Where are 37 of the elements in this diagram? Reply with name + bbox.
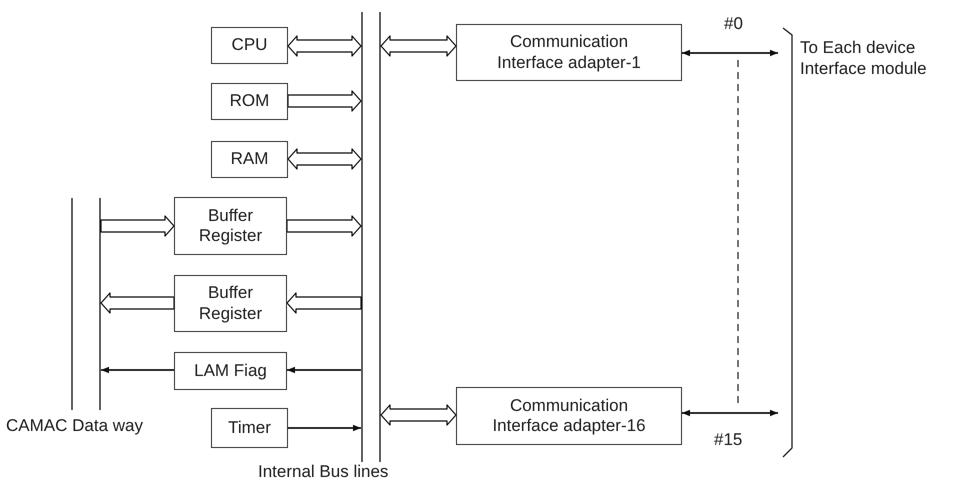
process-box [211,27,288,64]
arrow [101,366,174,374]
hollow-arrow [380,35,457,57]
bar-label: Internal Bus lines [258,462,388,482]
bus-line-pair [361,12,381,462]
arrow [288,424,361,432]
process-box [174,197,287,255]
hollow-arrow [286,292,362,314]
node-label: To Each device Interface module [800,37,928,80]
node-label: Buffer Register [198,283,264,324]
node-label: CPU [232,35,268,56]
node-label: Timer [228,418,271,438]
node-label: LAM Fiag [194,360,267,382]
hollow-arrow [100,292,175,314]
process-box [211,141,288,178]
process-box [456,24,682,81]
arrow [682,410,778,416]
node-label: Buffer Register [198,206,264,246]
arrow [287,366,361,374]
node-label: ROM [230,91,270,112]
hollow-arrow [287,148,362,170]
process-box [456,387,682,445]
node-label: Communication Interface adapter-16 [491,396,647,436]
process-box [174,352,287,390]
process-box [211,408,288,448]
node-label: RAM [230,149,268,170]
hollow-arrow [287,35,362,57]
process-box [174,275,287,332]
hollow-arrow [287,90,362,112]
hollow-arrow [100,215,175,237]
hollow-arrow [380,404,457,426]
process-box [211,83,288,120]
arrow [682,50,778,56]
bus-line-pair [71,198,101,410]
node-label: Communication Interface adapter-1 [496,32,642,73]
hollow-arrow [286,215,362,237]
bar-label: CAMAC Data way [6,416,143,436]
